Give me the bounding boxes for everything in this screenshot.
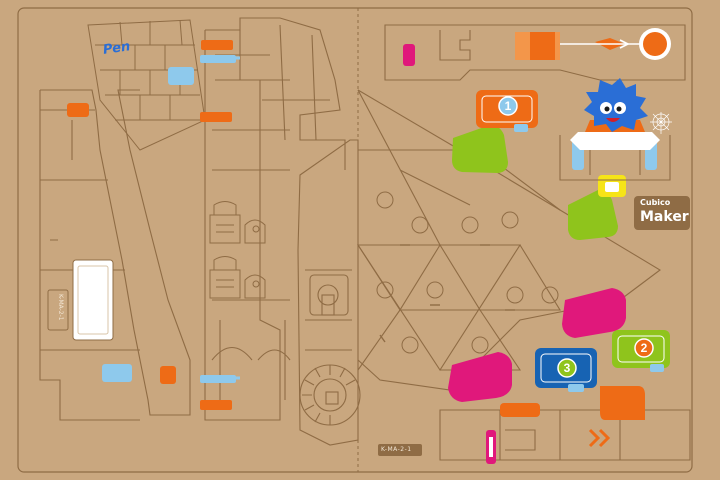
spider-web-icon <box>650 112 672 134</box>
tab-number-2: 2 <box>640 341 648 355</box>
numbered-tab-3 <box>535 348 597 392</box>
tab-number-1: 1 <box>504 99 512 113</box>
brand-small: Cubico <box>640 198 671 207</box>
arrow-head <box>619 39 630 49</box>
orange-tabs <box>67 40 645 420</box>
brand-badge <box>634 196 690 230</box>
keyhole-block <box>309 274 349 316</box>
code-label: K-MA-2-1 <box>381 446 412 453</box>
double-chevron-icon <box>588 428 611 448</box>
small-code-box <box>47 289 69 331</box>
magenta-tab-2 <box>448 352 512 402</box>
orange-tab <box>200 112 232 122</box>
blue-clip-lower-left <box>102 364 132 382</box>
orange-tab <box>500 403 540 417</box>
mascot-icon <box>570 78 660 150</box>
blue-clip-top <box>200 55 236 63</box>
blue-clip-bottom <box>200 375 236 383</box>
blue-clip-upper <box>168 67 194 85</box>
triangle-holes <box>376 191 559 354</box>
stand-frame <box>559 135 671 181</box>
white-label-inner <box>77 265 109 335</box>
sun-emblem <box>299 364 361 426</box>
orange-tab <box>160 366 176 384</box>
top-strip <box>384 24 686 81</box>
fold-slots <box>379 244 515 343</box>
lime-tab-1 <box>452 125 508 173</box>
brand-large: Maker <box>640 209 689 225</box>
sheet-outline <box>17 7 693 473</box>
magenta-tab-1 <box>562 288 626 338</box>
pen-mark: Pen <box>102 39 132 58</box>
pharaoh-statue-top <box>209 201 266 244</box>
tab-number-3: 3 <box>563 361 571 375</box>
magenta-slot <box>403 44 415 66</box>
pharaoh-statue-bottom <box>209 256 266 299</box>
pyramid-wedge <box>297 139 359 446</box>
yellow-tab-slot <box>605 182 619 192</box>
code-label-box <box>378 444 422 456</box>
magenta-strip-slot <box>489 437 493 457</box>
lime-tab-2 <box>568 190 618 240</box>
brick-pattern <box>87 19 206 151</box>
white-label-panel <box>72 259 114 341</box>
orange-tab <box>200 400 232 410</box>
target-dot <box>643 32 667 56</box>
column-strip <box>204 17 346 421</box>
orange-tab-large <box>600 386 645 420</box>
orange-tab <box>201 40 233 50</box>
side-code-label: K-MA-2-1 <box>57 294 64 321</box>
orange-tab <box>67 103 89 117</box>
numbered-tab-2 <box>612 330 670 372</box>
orange-stripe-2 <box>530 32 555 60</box>
numbered-tab-1 <box>476 90 538 132</box>
